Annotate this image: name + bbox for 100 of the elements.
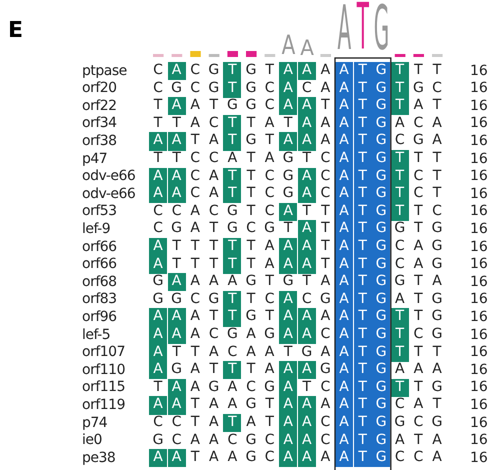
nucleotide: C	[208, 202, 220, 220]
nucleotide: A	[189, 114, 201, 132]
nucleotide: A	[431, 432, 443, 449]
highlighted-nucleotide: T	[223, 361, 242, 380]
highlighted-nucleotide: G	[372, 168, 390, 186]
nucleotide: G	[263, 220, 276, 238]
gene-name: lef-9	[82, 222, 110, 236]
highlighted-nucleotide: G	[372, 414, 390, 432]
nucleotide: T	[208, 256, 220, 273]
nucleotide: G	[170, 361, 184, 378]
nucleotide: G	[170, 290, 184, 308]
gene-name: lef-5	[82, 328, 110, 342]
highlighted-nucleotide: A	[279, 449, 298, 468]
nucleotide: G	[393, 273, 406, 290]
nucleotide: G	[300, 344, 314, 361]
highlighted-nucleotide: T	[354, 114, 372, 133]
highlighted-nucleotide: A	[298, 326, 316, 344]
nucleotide: T	[246, 290, 256, 308]
highlighted-nucleotide: A	[168, 378, 186, 397]
gene-name: odv-e66	[82, 186, 136, 201]
highlighted-nucleotide: G	[372, 396, 390, 415]
nucleotide: T	[208, 220, 220, 238]
nucleotide: T	[320, 220, 331, 238]
gene-name: orf83	[82, 292, 117, 306]
nucleotide: C	[320, 185, 332, 202]
gene-name: odv-e66	[82, 169, 136, 184]
highlighted-nucleotide: G	[372, 97, 390, 116]
nucleotide: C	[170, 202, 182, 220]
nucleotide: T	[152, 97, 164, 114]
nucleotide: G	[263, 378, 276, 396]
nucleotide: T	[432, 97, 442, 114]
nucleotide: T	[246, 361, 256, 378]
nucleotide: G	[430, 238, 444, 255]
nucleotide: C	[152, 80, 164, 97]
sequence-length: 16	[470, 274, 488, 289]
nucleotide: T	[302, 202, 312, 220]
sequence-length: 16	[470, 292, 488, 306]
highlighted-nucleotide: A	[279, 238, 298, 256]
nucleotide: T	[246, 114, 256, 132]
nucleotide: G	[226, 97, 239, 114]
nucleotide: G	[393, 414, 406, 431]
highlighted-nucleotide: G	[372, 132, 390, 151]
panel-letter: E	[8, 20, 24, 42]
nucleotide: G	[170, 220, 184, 238]
nucleotide: A	[189, 220, 201, 238]
nucleotide: T	[190, 238, 200, 255]
highlighted-nucleotide: A	[279, 361, 298, 380]
nucleotide: T	[413, 308, 424, 326]
nucleotide: T	[152, 150, 164, 167]
highlighted-nucleotide: G	[372, 256, 390, 274]
highlighted-nucleotide: A	[279, 202, 298, 221]
nucleotide: G	[207, 80, 220, 97]
highlighted-nucleotide: T	[223, 80, 242, 98]
nucleotide: C	[394, 396, 406, 414]
gene-name: orf115	[82, 380, 125, 394]
nucleotide: G	[430, 308, 444, 326]
highlighted-nucleotide: T	[354, 396, 372, 415]
nucleotide: C	[189, 80, 202, 97]
highlighted-nucleotide: A	[279, 62, 298, 80]
nucleotide: T	[264, 414, 275, 431]
consensus-letter: A	[282, 31, 296, 58]
nucleotide: A	[264, 344, 276, 361]
nucleotide: C	[320, 432, 332, 449]
highlighted-nucleotide: T	[223, 168, 242, 186]
nucleotide: T	[413, 150, 424, 167]
highlighted-nucleotide: T	[354, 168, 372, 186]
nucleotide: T	[432, 396, 442, 414]
nucleotide: T	[152, 114, 164, 132]
nucleotide: A	[208, 273, 220, 290]
nucleotide: T	[246, 202, 256, 220]
nucleotide: T	[190, 256, 200, 273]
highlighted-nucleotide: A	[298, 97, 316, 116]
highlighted-nucleotide: T	[354, 238, 372, 256]
nucleotide: A	[264, 361, 276, 378]
highlighted-nucleotide: G	[372, 344, 390, 362]
nucleotide: C	[412, 168, 424, 185]
gene-name: p47	[82, 152, 108, 166]
nucleotide: G	[244, 62, 258, 79]
nucleotide: G	[152, 273, 164, 290]
nucleotide: T	[264, 132, 275, 150]
highlighted-nucleotide: A	[335, 150, 353, 168]
highlighted-nucleotide: A	[149, 308, 167, 327]
nucleotide: T	[320, 97, 331, 114]
nucleotide: A	[394, 432, 406, 449]
nucleotide: G	[244, 396, 258, 414]
highlighted-nucleotide: A	[279, 432, 298, 450]
nucleotide: T	[432, 185, 442, 202]
nucleotide: T	[208, 308, 220, 326]
nucleotide: A	[394, 361, 406, 378]
highlighted-nucleotide: A	[279, 80, 298, 98]
sequence-length: 16	[470, 81, 488, 96]
sequence-length: 16	[470, 450, 488, 465]
highlighted-nucleotide: A	[335, 361, 353, 380]
highlighted-nucleotide: T	[354, 344, 372, 362]
nucleotide: C	[264, 185, 276, 202]
highlighted-nucleotide: A	[149, 256, 167, 274]
highlighted-nucleotide: G	[372, 273, 390, 292]
highlighted-nucleotide: T	[390, 326, 409, 344]
nucleotide: G	[412, 132, 425, 150]
nucleotide: T	[264, 273, 275, 290]
